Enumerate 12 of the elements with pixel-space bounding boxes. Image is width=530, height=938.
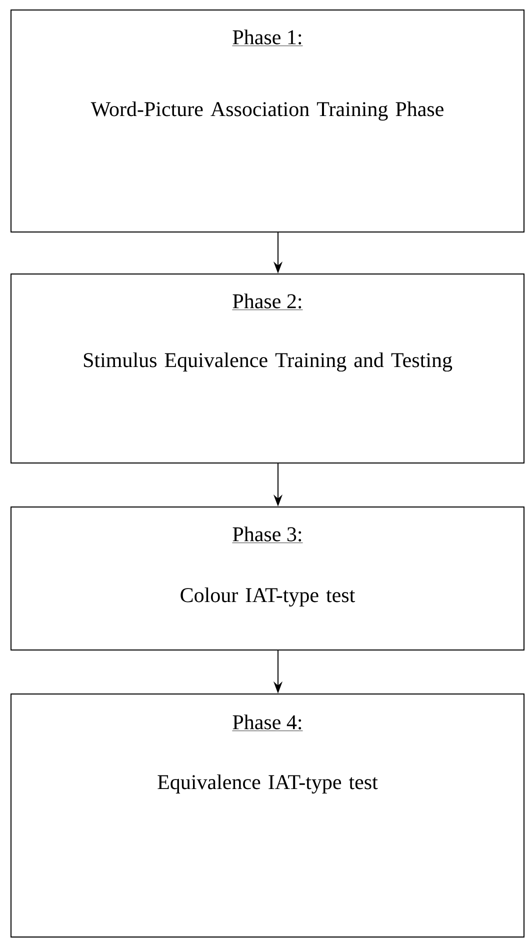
phase-heading: Phase 1: xyxy=(232,30,303,46)
phase-box xyxy=(10,274,524,464)
phase-description: Colour IAT-type test xyxy=(180,587,356,607)
phase-heading: Phase 3: xyxy=(232,526,303,544)
phase-description: Equivalence IAT-type test xyxy=(158,774,378,794)
phase-box xyxy=(10,10,524,232)
phase-description: Stimulus Equivalence Training and Testing xyxy=(84,352,452,372)
phase-box xyxy=(10,694,524,938)
phase-heading: Phase 4: xyxy=(232,714,303,732)
phase-heading: Phase 2: xyxy=(232,294,303,310)
phase-box xyxy=(10,506,524,650)
phase-description: Word-Picture Association Training Phase xyxy=(90,101,444,121)
